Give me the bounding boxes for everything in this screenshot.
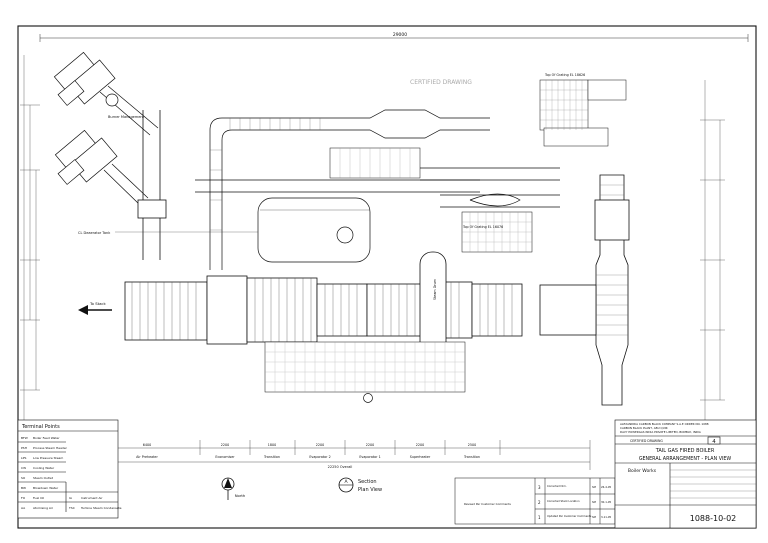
- title-block-grid: [670, 469, 756, 499]
- stack-right: [539, 174, 630, 406]
- tp-label: Instrument Air: [81, 496, 103, 500]
- sheet-number: 4: [712, 439, 716, 445]
- tp-code: AA: [21, 506, 26, 510]
- rev-desc: Updated Per Customer Comments: [547, 514, 592, 518]
- stack-pipe: [137, 110, 167, 260]
- rev-by: SM: [592, 500, 596, 504]
- tp-label: Fuel Oil: [33, 496, 44, 500]
- tp-code: BFW: [21, 436, 28, 440]
- tp-code: SO: [21, 476, 26, 480]
- bottom-dim-2: 1800: [268, 443, 276, 447]
- grating-hatch-lower: [265, 342, 465, 392]
- bottom-dim-3-label: Evaporator 2: [309, 455, 330, 459]
- north-label: North: [235, 493, 246, 498]
- bottom-dim-5: 2200: [416, 443, 424, 447]
- grating-hatch-top: [540, 80, 588, 130]
- rev-no: 1: [538, 515, 541, 520]
- tp-label: Cooling Water: [33, 466, 55, 470]
- tp-code: CW: [21, 466, 26, 470]
- revision-block: [454, 477, 616, 525]
- duct-hatching: [210, 118, 321, 231]
- tp-code: FO: [21, 496, 26, 500]
- company-logo-text: Boiler Works: [628, 468, 657, 474]
- tp-label: Low Pressure Steam: [33, 456, 63, 460]
- rev-by: SM: [592, 485, 596, 489]
- deaerator-tank: [257, 197, 371, 263]
- bottom-dim-3: 2200: [316, 443, 324, 447]
- bottom-dim-4: 2200: [366, 443, 374, 447]
- tp-label: Steam Outlet: [33, 476, 54, 480]
- bottom-dim-4-label: Evaporator 1: [359, 455, 380, 459]
- burner-label: Burner Management: [108, 115, 145, 119]
- tp-label: Process Steam Header: [33, 446, 68, 450]
- bottom-dimension-chain: [94, 440, 591, 470]
- rev-no: 2: [538, 500, 541, 505]
- burner-assembly-upper: [53, 51, 159, 136]
- deaerator-label: CL Deaerator Tank: [78, 231, 111, 235]
- bottom-dim-5-label: Superheater: [410, 455, 431, 459]
- tp-label: Turbine Steam Condensate: [80, 506, 122, 510]
- title-block: [614, 419, 757, 529]
- section-marker: [338, 477, 354, 493]
- section-mark-letter: A: [344, 479, 348, 485]
- terminal-points-table: [17, 419, 119, 519]
- client-line: ALEXANDRIA CARBON BLACK COMPANY S.A.E OR…: [620, 422, 709, 426]
- tp-label: Boiler Feed Water: [33, 436, 60, 440]
- valve-handwheel: [363, 393, 373, 403]
- sheet-border: [17, 25, 757, 529]
- drawing-title-2: GENERAL ARRANGEMENT - PLAN VIEW: [639, 456, 732, 462]
- grating-hatch-mid: [339, 148, 532, 252]
- top-ducting: [195, 109, 560, 270]
- terminal-points-title: Terminal Points: [21, 424, 60, 430]
- client-line: DAVY POWERGAS INDIA PRIVATE LIMITED, BOM…: [620, 430, 701, 434]
- tp-code: TSC: [68, 506, 75, 510]
- certified-stamp: CERTIFIED DRAWING: [410, 79, 472, 86]
- section-label: Section: [358, 479, 377, 485]
- overall-bottom-dim: 22250 Overall: [328, 465, 353, 469]
- certified-label: CERTIFIED DRAWING: [630, 439, 663, 443]
- tp-label: Blowdown Water: [33, 486, 59, 490]
- to-stack-label: To Stack: [89, 301, 107, 306]
- bottom-dim-6: 2500: [468, 443, 476, 447]
- rev-date: 3-11-95: [601, 515, 611, 519]
- bottom-dim-0: 6400: [143, 443, 151, 447]
- stack-right-hatch: [596, 184, 628, 336]
- platform-mid-label: Top Of Grating EL 16076: [462, 225, 503, 229]
- north-arrow: [221, 477, 235, 500]
- tp-code: BW: [21, 486, 26, 490]
- overall-dimension: [39, 34, 749, 42]
- to-stack-arrow: [78, 305, 112, 315]
- tp-code: IA: [69, 496, 73, 500]
- bottom-dim-1: 2200: [221, 443, 229, 447]
- client-line: CARBON BLACK PLANT, ABU QUIR: [620, 426, 668, 430]
- rev-date: 30-1-95: [601, 500, 611, 504]
- rev-no: 3: [538, 485, 541, 490]
- boiler-body: [124, 275, 523, 345]
- platform-top-label: Top Of Grating EL 18626: [544, 73, 585, 77]
- steam-drum-label: Steam Drum: [433, 279, 437, 300]
- tp-code: PSH: [21, 446, 27, 450]
- right-side-dimensions: [700, 80, 725, 420]
- rev-desc: Corrected Dim.: [547, 484, 567, 488]
- grating-platform-top: [539, 79, 627, 147]
- bottom-dim-2-label: Transition: [263, 455, 280, 459]
- bottom-dim-1-label: Economiser: [215, 455, 235, 459]
- drawing-title-1: TAIL GAS FIRED BOILER: [655, 448, 715, 454]
- tp-label: Atomising Air: [33, 506, 54, 510]
- bottom-dim-6-label: Transition: [463, 455, 480, 459]
- plan-view-label: Plan View: [358, 487, 382, 493]
- rev-date: 26-4-95: [601, 485, 611, 489]
- rev-note: Revised Per Customer Comments: [464, 502, 511, 506]
- overall-dim-text: 29000: [393, 32, 407, 38]
- bottom-dim-0-label: Air Preheater: [136, 455, 158, 459]
- left-dimensions: [20, 55, 40, 420]
- rev-desc: Corrected Stack Location: [547, 499, 580, 503]
- tp-code: LPS: [21, 456, 26, 460]
- drawing-number: 1088-10-02: [690, 514, 737, 523]
- rev-by: SM: [592, 515, 596, 519]
- burner-assembly-lower: [54, 129, 149, 206]
